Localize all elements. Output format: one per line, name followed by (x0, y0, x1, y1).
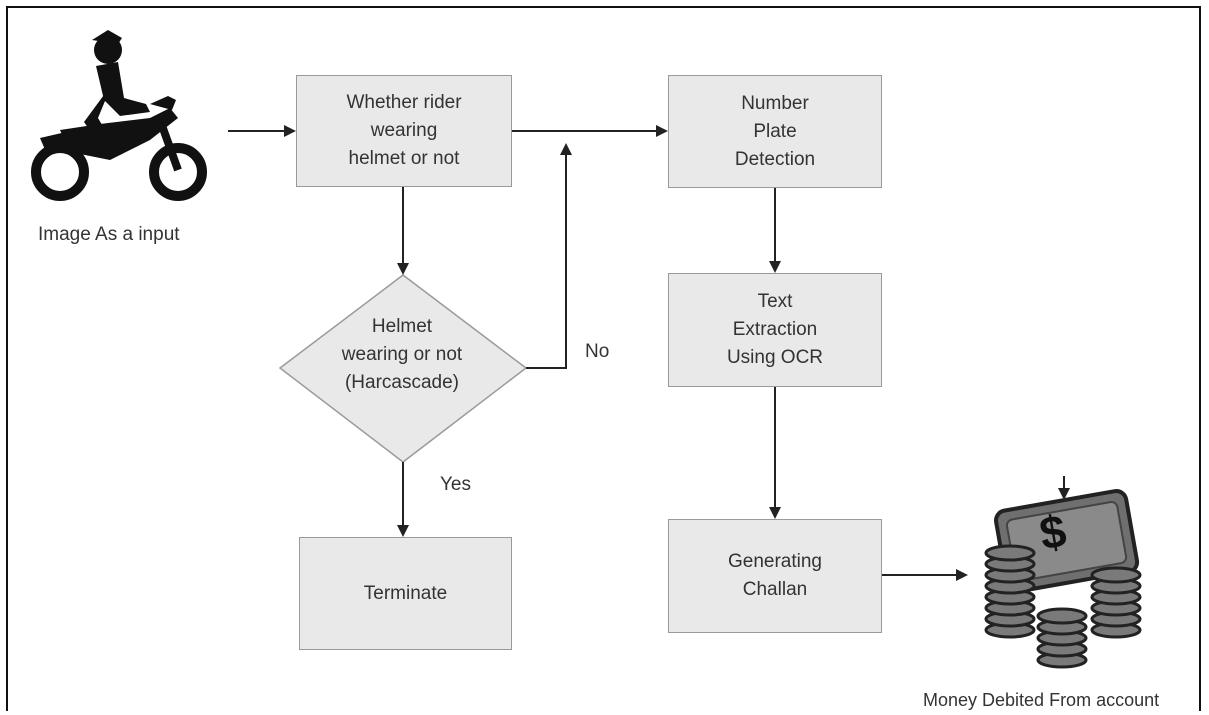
edge-label-yes: Yes (440, 474, 471, 495)
number-plate-box: Number Plate Detection (668, 75, 882, 188)
edge-label-no: No (585, 341, 610, 362)
text-extraction-box: Text Extraction Using OCR (668, 273, 882, 387)
coin-stack-left (984, 544, 1036, 639)
diagram-frame (6, 6, 1201, 711)
challan-box: Generating Challan (668, 519, 882, 633)
output-label: Money Debited From account (923, 690, 1160, 710)
motorcycle-rider-icon (31, 30, 207, 201)
coin-stack-right (1090, 566, 1142, 639)
decision-text: Helmet wearing or not (Harcascade) (341, 316, 463, 393)
helmet-check-box: Whether rider wearing helmet or not (296, 75, 512, 187)
input-label: Image As a input (38, 224, 180, 245)
arrow-decision-no-loop (526, 143, 572, 369)
coin-stack-middle (1036, 607, 1088, 669)
terminate-box: Terminate (299, 537, 512, 650)
